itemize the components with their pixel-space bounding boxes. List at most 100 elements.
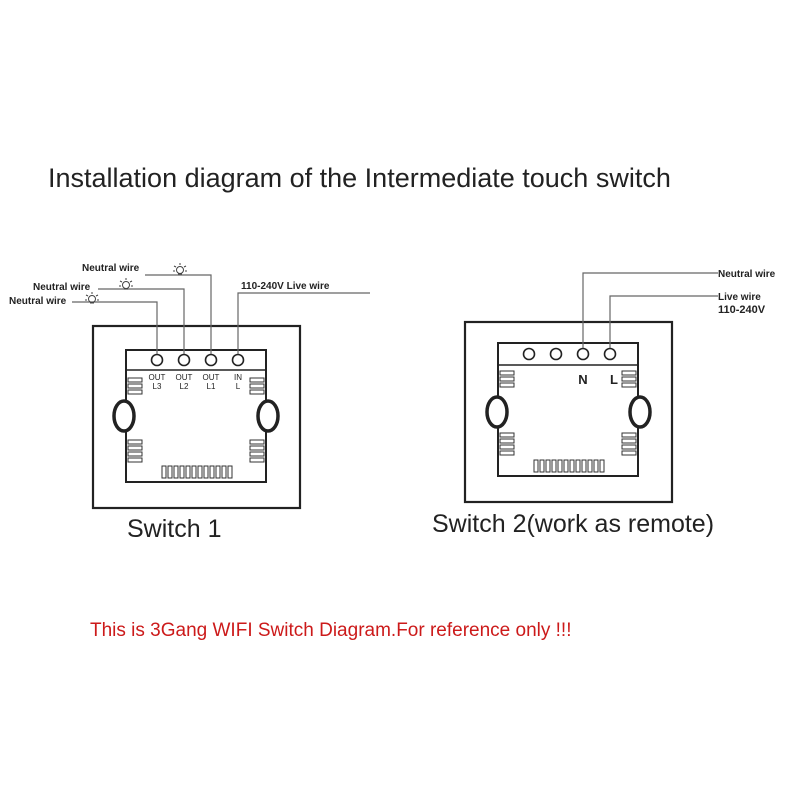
switch-2-frame	[463, 320, 674, 504]
vent-slot	[173, 465, 179, 479]
switch-1-module	[125, 349, 267, 483]
switch-2-live-wire	[609, 295, 718, 348]
vent-slot	[621, 450, 637, 456]
vent-slot	[621, 438, 637, 444]
lightbulb-icon	[119, 278, 133, 290]
switch-1-live-wire	[237, 292, 370, 354]
switch-1-terminal-label: L3	[153, 382, 162, 391]
vent-slot	[621, 432, 637, 438]
switch-1-vents	[127, 377, 265, 479]
vent-slot	[593, 459, 599, 473]
vent-slot	[621, 382, 637, 388]
vent-slot	[575, 459, 581, 473]
vent-slot	[167, 465, 173, 479]
switch-1-terminal-label: OUT	[203, 373, 220, 382]
vent-slot	[249, 383, 265, 389]
vent-slot	[127, 457, 143, 463]
vent-slot	[569, 459, 575, 473]
vent-slot	[539, 459, 545, 473]
switch-1: OUT L3 OUT L2 OUT L1 IN L Neutral wire N…	[9, 263, 370, 543]
switch-2-terminal-n	[576, 347, 590, 361]
switch-1-mount-hole-left	[112, 399, 136, 433]
switch-2-module	[497, 342, 639, 477]
vent-slot	[191, 465, 197, 479]
switch-2-mount-hole-left	[485, 395, 509, 429]
switch-1-neutral-label-2: Neutral wire	[33, 282, 91, 293]
vent-slot	[249, 457, 265, 463]
switch-1-neutral-label-1: Neutral wire	[82, 263, 140, 274]
lightbulb-icon	[173, 263, 187, 275]
switch-2-terminal-l-label: L	[610, 372, 618, 387]
vent-slot	[249, 439, 265, 445]
vent-slot	[127, 383, 143, 389]
vent-slot	[551, 459, 557, 473]
vent-slot	[581, 459, 587, 473]
vent-slot	[587, 459, 593, 473]
switch-2-voltage-label: 110-240V	[718, 304, 766, 316]
vent-slot	[127, 389, 143, 395]
vent-slot	[203, 465, 209, 479]
switch-2-caption: Switch 2(work as remote)	[432, 510, 714, 538]
switch-1-live-label: 110-240V Live wire	[241, 281, 330, 292]
switch-1-neutral-wire-1	[145, 274, 212, 354]
switch-2-live-label: Live wire	[718, 292, 761, 303]
switch-1-frame	[91, 324, 302, 510]
vent-slot	[249, 451, 265, 457]
switch-1-mount-hole-right	[256, 399, 280, 433]
vent-slot	[161, 465, 167, 479]
switch-1-terminal-label: L2	[180, 382, 189, 391]
switch-1-neutral-label-3: Neutral wire	[9, 296, 67, 307]
switch-1-terminal-label: IN	[234, 373, 242, 382]
vent-slot	[249, 377, 265, 383]
vent-slot	[215, 465, 221, 479]
vent-slot	[209, 465, 215, 479]
vent-slot	[227, 465, 233, 479]
vent-slot	[621, 376, 637, 382]
vent-slot	[127, 451, 143, 457]
switch-2-neutral-wire	[582, 272, 718, 348]
vent-slot	[185, 465, 191, 479]
switch-2-mount-hole-right	[628, 395, 652, 429]
switch-1-terminal-label: OUT	[149, 373, 166, 382]
switch-1-neutral-wire-2	[98, 288, 185, 354]
switch-2-terminal	[549, 347, 563, 361]
diagram-title: Installation diagram of the Intermediate…	[48, 163, 671, 193]
vent-slot	[621, 370, 637, 376]
switch-1-terminal-label: L	[236, 382, 241, 391]
vent-slot	[499, 376, 515, 382]
switch-2-terminal-l	[603, 347, 617, 361]
vent-slot	[499, 432, 515, 438]
switch-1-terminal-label: OUT	[176, 373, 193, 382]
lightbulb-icon	[85, 292, 99, 304]
vent-slot	[621, 444, 637, 450]
vent-slot	[499, 438, 515, 444]
switch-1-terminal-label: L1	[207, 382, 216, 391]
switch-1-terminal-l1	[204, 353, 218, 367]
vent-slot	[499, 370, 515, 376]
vent-slot	[249, 389, 265, 395]
vent-slot	[249, 445, 265, 451]
vent-slot	[197, 465, 203, 479]
vent-slot	[499, 382, 515, 388]
vent-slot	[545, 459, 551, 473]
switch-2-neutral-label: Neutral wire	[718, 269, 776, 280]
switch-2-terminal	[522, 347, 536, 361]
switch-1-terminal-in	[231, 353, 245, 367]
switch-2: N L Neutral wire Live wire 110-240V Swit…	[432, 269, 776, 538]
reference-note: This is 3Gang WIFI Switch Diagram.For re…	[90, 620, 572, 641]
vent-slot	[127, 377, 143, 383]
switch-1-neutral-wire-3	[72, 301, 158, 354]
vent-slot	[499, 444, 515, 450]
switch-2-vents	[499, 370, 637, 473]
vent-slot	[499, 450, 515, 456]
vent-slot	[221, 465, 227, 479]
vent-slot	[557, 459, 563, 473]
vent-slot	[179, 465, 185, 479]
switch-1-terminal-l2	[177, 353, 191, 367]
vent-slot	[127, 445, 143, 451]
vent-slot	[533, 459, 539, 473]
switch-2-terminal-n-label: N	[578, 372, 587, 387]
vent-slot	[563, 459, 569, 473]
vent-slot	[127, 439, 143, 445]
